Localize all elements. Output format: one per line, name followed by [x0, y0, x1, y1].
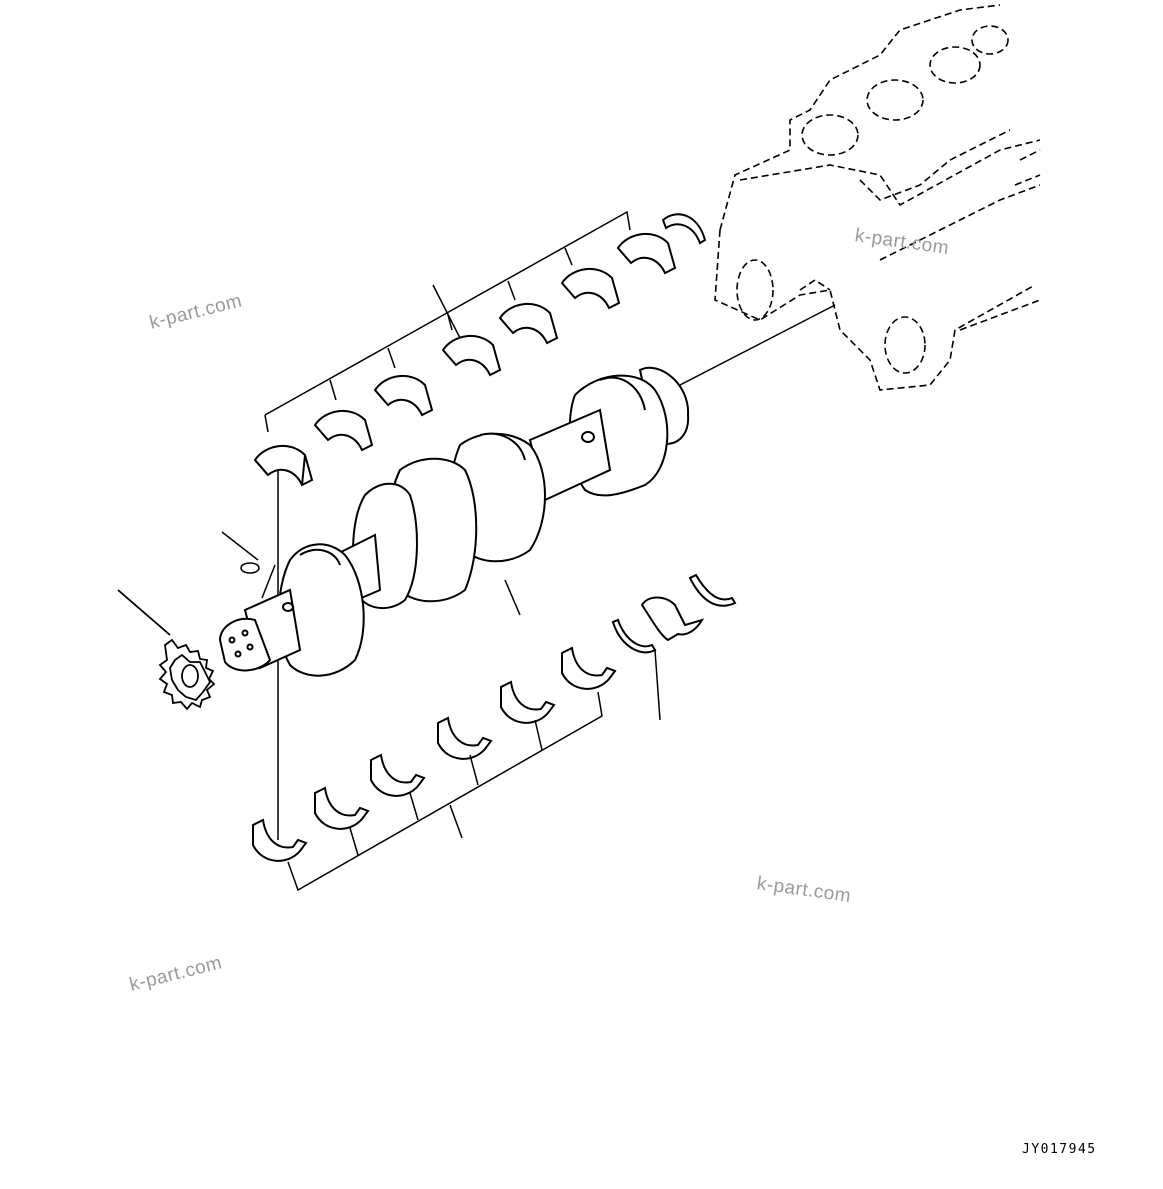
upper-bearing-shell: [560, 267, 621, 310]
crankshaft-gear: [117, 589, 216, 711]
key: [221, 531, 276, 599]
figure-code: JY017945: [1022, 1142, 1097, 1157]
thrust-washer-upper: [661, 213, 707, 245]
lower-bracket: [287, 691, 603, 892]
lower-bearing-shell: [370, 753, 426, 797]
thrust-washers: [611, 573, 737, 721]
crankshaft: [218, 304, 836, 677]
upper-bearing-shell: [313, 409, 374, 452]
lower-main-bearings: [252, 646, 617, 862]
upper-main-bearings: [253, 213, 707, 487]
upper-bearing-shell: [373, 374, 434, 417]
crankshaft-leader: [504, 579, 521, 616]
lower-bearing-shell: [314, 786, 370, 830]
lower-bearing-shell: [561, 646, 617, 690]
upper-bracket: [264, 210, 631, 840]
lower-bearing-shell: [500, 680, 556, 724]
engine-block-outline: [714, 4, 1041, 391]
lower-bearing-shell: [252, 818, 308, 862]
upper-bearing-shell: [441, 334, 502, 377]
upper-bearing-shell: [616, 232, 677, 275]
upper-bearing-shell: [253, 444, 314, 487]
lower-bearing-shell: [437, 716, 493, 760]
upper-bearing-shell: [498, 302, 559, 345]
